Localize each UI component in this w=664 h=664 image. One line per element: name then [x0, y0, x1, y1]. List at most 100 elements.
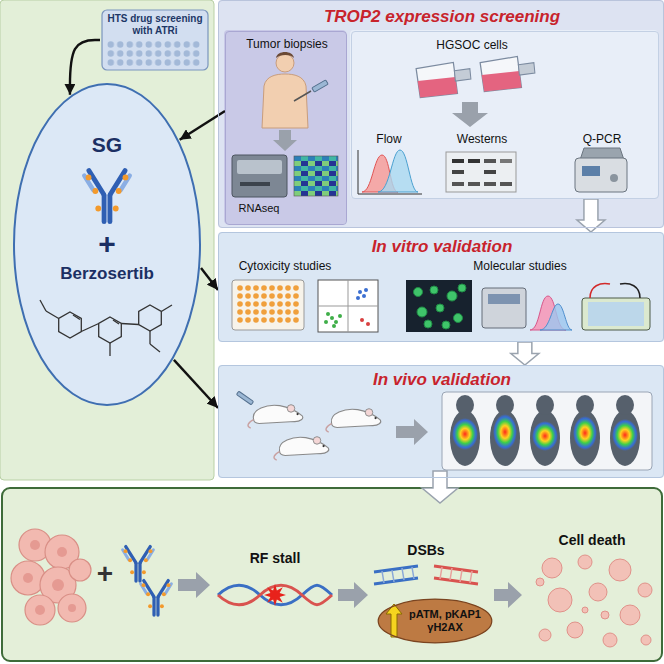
mice	[326, 409, 381, 432]
process-arrow	[273, 130, 297, 151]
flow-histogram	[378, 150, 418, 192]
ellipse-outline	[378, 599, 492, 643]
tumor-cells	[69, 559, 91, 581]
tumor-cells	[30, 540, 40, 550]
gel-box	[590, 284, 610, 298]
left-panel-ground	[0, 0, 214, 480]
connector-arrow	[201, 268, 218, 290]
broken-dna	[440, 567, 472, 583]
microscopy-image	[424, 320, 432, 328]
heatmap	[294, 156, 338, 196]
combo-ground	[13, 83, 201, 406]
flow-histogram	[358, 150, 422, 194]
microscopy-image	[414, 288, 423, 297]
culture-flasks	[480, 56, 535, 91]
tumor-cells	[25, 595, 55, 625]
tumor-cells	[11, 561, 45, 595]
microscopy-image	[436, 304, 444, 312]
microscopy-image	[406, 280, 472, 332]
in-vitro-ground	[218, 232, 664, 342]
process-arrow	[273, 130, 297, 151]
connector-arrow	[174, 360, 218, 408]
dying-cells	[539, 629, 551, 641]
plus-sign: +	[92, 558, 118, 590]
marker-ground	[378, 599, 492, 643]
text-slot: Westerns	[442, 132, 522, 146]
text-slot: Q-PCR	[562, 132, 642, 146]
scatter-plot	[324, 320, 328, 324]
scatter-plot	[318, 280, 378, 332]
chemical-structure	[150, 344, 160, 352]
cytotoxicity-plate	[236, 284, 300, 324]
chemical-structure	[40, 300, 46, 311]
step-label: RF stall	[215, 550, 335, 567]
western-blot	[484, 159, 496, 163]
dying-cells	[578, 555, 592, 569]
flow-block-arrow	[422, 471, 458, 503]
text-slot: Cytoxicity studies	[225, 259, 345, 273]
dying-cells	[641, 635, 651, 645]
method-label: Flow	[354, 132, 424, 146]
gel-box	[582, 298, 650, 330]
antibody-drug-conjugate	[138, 578, 174, 616]
broken-dna	[382, 567, 414, 583]
text-slot: Berzosertib	[32, 264, 182, 284]
patient-figure	[262, 52, 328, 128]
dying-cells	[542, 558, 562, 578]
ellipse-outline	[14, 84, 200, 405]
flow-block-arrow	[511, 342, 539, 365]
dying-cells	[536, 555, 652, 647]
western-blot	[500, 159, 512, 163]
dying-cells	[567, 622, 583, 638]
gel-box	[620, 284, 640, 298]
flow-histogram	[358, 150, 422, 194]
text-slot: HGSOC cells	[397, 38, 547, 52]
method-label: Q-PCR	[562, 132, 642, 146]
bioluminescence-imaging	[576, 395, 594, 415]
chemical-structure	[40, 300, 172, 356]
antibody-drug-conjugate	[80, 167, 134, 224]
dying-cells	[536, 578, 544, 586]
scatter-plot	[332, 324, 336, 328]
bioluminescence-imaging	[450, 410, 480, 466]
screening-ground	[218, 0, 664, 228]
step-label: DSBs	[370, 542, 482, 559]
bioluminescence-imaging	[456, 395, 474, 415]
step-label: Cell death	[530, 532, 654, 549]
cytotoxicity-plate	[232, 280, 304, 330]
dying-cells	[548, 588, 572, 612]
patient-figure	[276, 52, 294, 58]
scatter-plot	[334, 320, 338, 324]
scatter-plot	[326, 312, 330, 316]
text-slot: RNAseq	[228, 202, 290, 215]
text-slot: Molecular studies	[460, 259, 580, 273]
microscopy-image	[417, 307, 427, 317]
biopsy-ground	[224, 30, 346, 224]
plate-label: HTS drug screening with ATRi	[102, 13, 208, 37]
in-vivo-ground	[218, 365, 664, 478]
bioluminescence-imaging	[536, 395, 554, 415]
drug-name: Berzosertib	[32, 264, 182, 284]
process-arrow	[452, 102, 488, 127]
biopsy-ground	[224, 30, 346, 224]
qpcr-machine	[582, 166, 600, 176]
tumor-cells	[11, 529, 91, 625]
text-slot: In vitro validation	[231, 237, 653, 257]
process-arrow	[396, 419, 428, 445]
dying-cells	[601, 611, 609, 619]
mice	[236, 391, 253, 405]
scatter-plot	[364, 288, 368, 292]
text-slot: SG	[32, 132, 182, 157]
cell-line-ground	[350, 30, 658, 198]
bioluminescence-imaging	[616, 395, 634, 415]
patient-figure	[262, 74, 308, 128]
scatter-plot	[338, 314, 342, 318]
flow-cytometer	[488, 294, 520, 304]
microscopy-image	[458, 284, 466, 292]
bioluminescence-imaging	[442, 392, 652, 470]
in-vivo-panel: In vivo validation	[218, 365, 664, 478]
flow-cytometer	[482, 288, 572, 330]
tumor-cells	[52, 579, 64, 591]
patient-figure	[294, 91, 311, 101]
broken-dna	[374, 566, 478, 584]
